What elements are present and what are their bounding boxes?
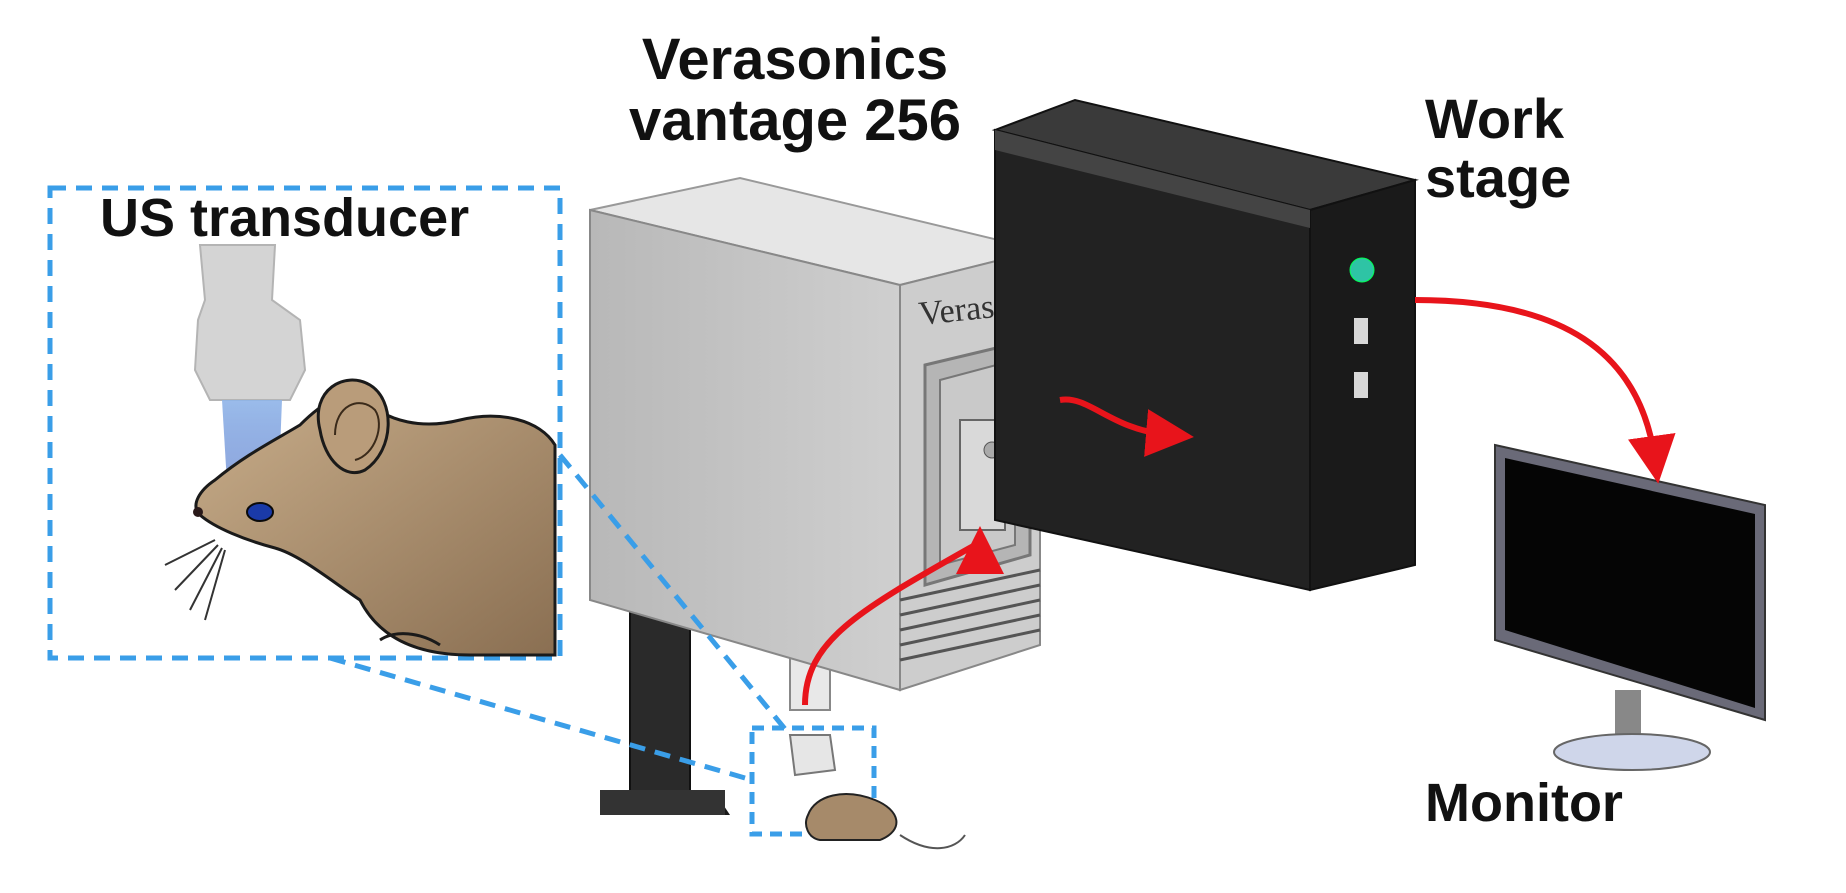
us-transducer-label: US transducer (100, 188, 470, 248)
mouse-eye (246, 502, 274, 522)
arrow-workstage-to-monitor (1414, 297, 1676, 484)
small-mouse-icon (805, 793, 966, 850)
inset-dashed-box (47, 185, 563, 661)
usb-port-2 (1354, 372, 1368, 398)
zoom-inset (47, 185, 563, 661)
computer-tower-icon (991, 98, 1419, 592)
monitor-label: Monitor (1425, 773, 1623, 833)
arrow-probe-to-vantage (802, 526, 1004, 706)
verasonics-label-line2: vantage 256 (628, 87, 962, 153)
verasonics-label: Verasonics vantage 256 (600, 27, 990, 153)
power-button (1349, 257, 1375, 283)
work-stage-label-line2: stage (1425, 145, 1572, 209)
arrow-icon (802, 297, 1676, 706)
mouse-icon (164, 378, 557, 657)
small-setup (749, 725, 966, 850)
work-stage-label-line1: Work (1425, 87, 1564, 150)
monitor-icon (1494, 443, 1766, 771)
small-probe (788, 734, 837, 777)
verasonics-label-line1: Verasonics (641, 27, 949, 92)
vent-grille (899, 568, 1041, 662)
zoom-connector-lines (329, 453, 792, 783)
usb-port-1 (1354, 318, 1368, 344)
arrow-vantage-to-workstage (1059, 396, 1194, 457)
work-stage-label: Work stage (1425, 87, 1572, 209)
